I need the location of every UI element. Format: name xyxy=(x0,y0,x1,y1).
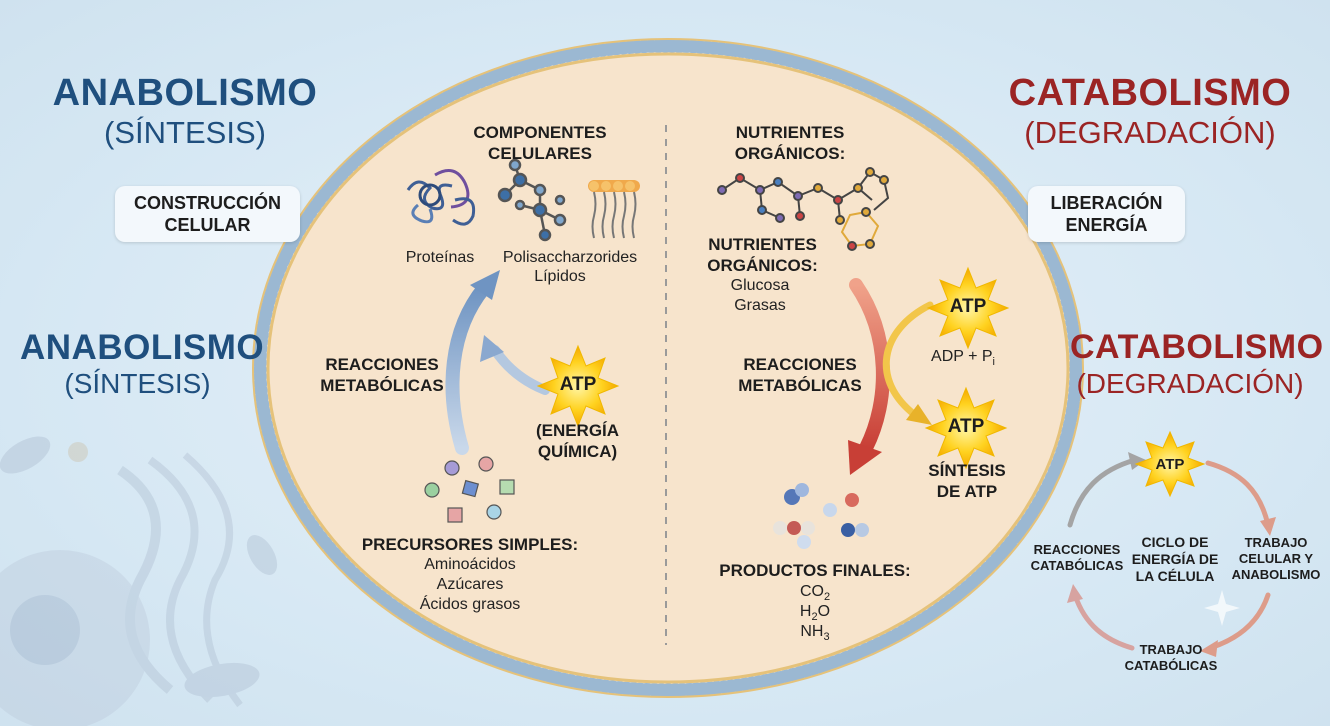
precursor-sugars: Azúcares xyxy=(436,576,504,593)
heading-line: NUTRIENTES xyxy=(708,235,817,254)
anabolic-up-arrow xyxy=(445,281,491,455)
product-subscript: 3 xyxy=(823,631,830,644)
chemical-energy-label: (ENERGÍA QUÍMICA) xyxy=(520,420,635,462)
catabolism-title-secondary: CATABOLISMO xyxy=(1070,328,1324,366)
reaction-line: METABÓLICAS xyxy=(320,376,444,395)
product-subscript: 2 xyxy=(811,611,818,624)
catabolism-subtitle-secondary: (DEGRADACIÓN) xyxy=(1076,368,1304,399)
cycle-line: CATABÓLICAS xyxy=(1124,658,1218,673)
cell-membrane xyxy=(252,38,1084,698)
cycle-line: ENERGÍA DE xyxy=(1131,551,1219,567)
organic-nutrients-heading: NUTRIENTES ORGÁNICOS: xyxy=(720,122,860,164)
anabolic-reactions-label: REACCIONES METABÓLICAS xyxy=(312,354,452,396)
precursor-fatty-acids: Ácidos grasos xyxy=(419,596,521,613)
atp-burst-top xyxy=(926,266,1010,350)
precursor-amino-acids: Aminoácidos xyxy=(424,556,516,573)
atp-burst-bottom xyxy=(924,386,1008,470)
atp-burst-anabolic xyxy=(536,344,620,428)
cycle-line: CELULAR Y xyxy=(1238,551,1314,566)
heading-line: ORGÁNICOS: xyxy=(734,144,846,163)
cycle-line: TRABAJO xyxy=(1244,535,1308,550)
simple-precursors-heading: PRECURSORES SIMPLES: xyxy=(361,535,579,554)
synthesis-line: DE ATP xyxy=(936,482,998,501)
heading-line: NUTRIENTES xyxy=(735,123,845,142)
badge-line: CELULAR xyxy=(164,215,251,235)
product-h2o: H2O xyxy=(775,602,855,627)
cycle-line: ANABOLISMO xyxy=(1231,567,1321,582)
organic-nutrients-heading-secondary: NUTRIENTES ORGÁNICOS: xyxy=(700,234,825,276)
badge-line: LIBERACIÓN xyxy=(1050,193,1163,213)
product-text: H xyxy=(799,603,812,620)
precursor-shapes xyxy=(424,456,515,523)
background-cell-illustration xyxy=(0,436,278,726)
cycle-line: LA CÉLULA xyxy=(1135,568,1215,584)
proteins-icon xyxy=(406,169,476,226)
anabolism-subtitle: (SÍNTESIS) xyxy=(104,115,266,150)
final-products-shapes xyxy=(773,483,869,549)
adp-text: ADP + P xyxy=(931,348,993,365)
catabolism-subtitle: (DEGRADACIÓN) xyxy=(1024,115,1276,150)
energy-line: (ENERGÍA xyxy=(535,421,620,440)
product-co2: CO2 xyxy=(775,582,855,607)
cycle-line: REACCIONES xyxy=(1033,542,1121,557)
cycle-line: CATABÓLICAS xyxy=(1030,558,1124,573)
nutrient-glucose: Glucosa xyxy=(730,277,790,294)
atp-synthesis-label: SÍNTESIS DE ATP xyxy=(912,460,1022,502)
sparkle-decoration xyxy=(1204,590,1240,626)
catabolism-title: CATABOLISMO xyxy=(1008,72,1292,114)
cycle-line: TRABAJO xyxy=(1139,642,1203,657)
catabolic-reactions-cycle-label: REACCIONES CATABÓLICAS xyxy=(1025,542,1129,574)
cell-components-heading: COMPONENTES CELULARES xyxy=(440,122,640,164)
product-subscript: 2 xyxy=(823,591,831,604)
atp-label-top: ATP xyxy=(949,296,987,317)
adp-subscript: i xyxy=(992,356,995,369)
proteins-label: Proteínas xyxy=(405,249,475,266)
heading-line: CELULARES xyxy=(488,144,592,163)
product-text: O xyxy=(817,603,831,620)
polysaccharide-icon xyxy=(497,158,567,242)
synthesis-line: SÍNTESIS xyxy=(928,461,1006,480)
catabolic-work-label: TRABAJO CATABÓLICAS xyxy=(1118,642,1224,674)
energy-cycle-arrows xyxy=(1067,457,1271,651)
heading-line: ORGÁNICOS: xyxy=(707,256,818,275)
final-products-heading: PRODUCTOS FINALES: xyxy=(719,561,911,580)
polysaccharides-label: Polisaccharzorides xyxy=(502,249,638,266)
product-text: NH xyxy=(800,623,824,640)
anabolism-title: ANABOLISMO xyxy=(52,72,318,114)
atp-label-anabolic: ATP xyxy=(559,374,597,395)
heading-line: COMPONENTES xyxy=(473,123,607,142)
lipids-label: Lípidos xyxy=(534,268,586,285)
adp-pi-label: ADP + Pi xyxy=(918,347,1008,372)
cell-energy-cycle-label: CICLO DE ENERGÍA DE LA CÉLULA xyxy=(1120,534,1230,585)
product-nh3: NH3 xyxy=(775,622,855,647)
organic-nutrients-icon xyxy=(717,167,890,251)
reaction-line: METABÓLICAS xyxy=(738,376,862,395)
anabolism-title-secondary: ANABOLISMO xyxy=(20,328,265,367)
energy-release-badge: LIBERACIÓN ENERGÍA xyxy=(1028,186,1185,242)
catabolic-down-arrow xyxy=(849,278,890,455)
badge-line: ENERGÍA xyxy=(1065,215,1148,235)
reaction-line: REACCIONES xyxy=(743,355,857,374)
atp-burst-cycle xyxy=(1134,430,1206,498)
cycle-line: CICLO DE xyxy=(1141,534,1209,550)
energy-line: QUÍMICA) xyxy=(537,442,618,461)
anabolism-subtitle-secondary: (SÍNTESIS) xyxy=(64,368,211,399)
nutrient-fats: Grasas xyxy=(734,297,786,314)
badge-line: CONSTRUCCIÓN xyxy=(134,193,281,213)
product-text: CO xyxy=(799,583,824,600)
atp-label-cycle: ATP xyxy=(1155,456,1185,473)
atp-release-arrow xyxy=(882,301,934,419)
catabolic-reactions-label: REACCIONES METABÓLICAS xyxy=(730,354,870,396)
cellular-work-label: TRABAJO CELULAR Y ANABOLISMO xyxy=(1228,535,1324,583)
lipids-icon xyxy=(588,180,640,239)
construction-badge: CONSTRUCCIÓN CELULAR xyxy=(115,186,300,242)
atp-label-bottom: ATP xyxy=(947,416,985,437)
reaction-line: REACCIONES xyxy=(325,355,439,374)
